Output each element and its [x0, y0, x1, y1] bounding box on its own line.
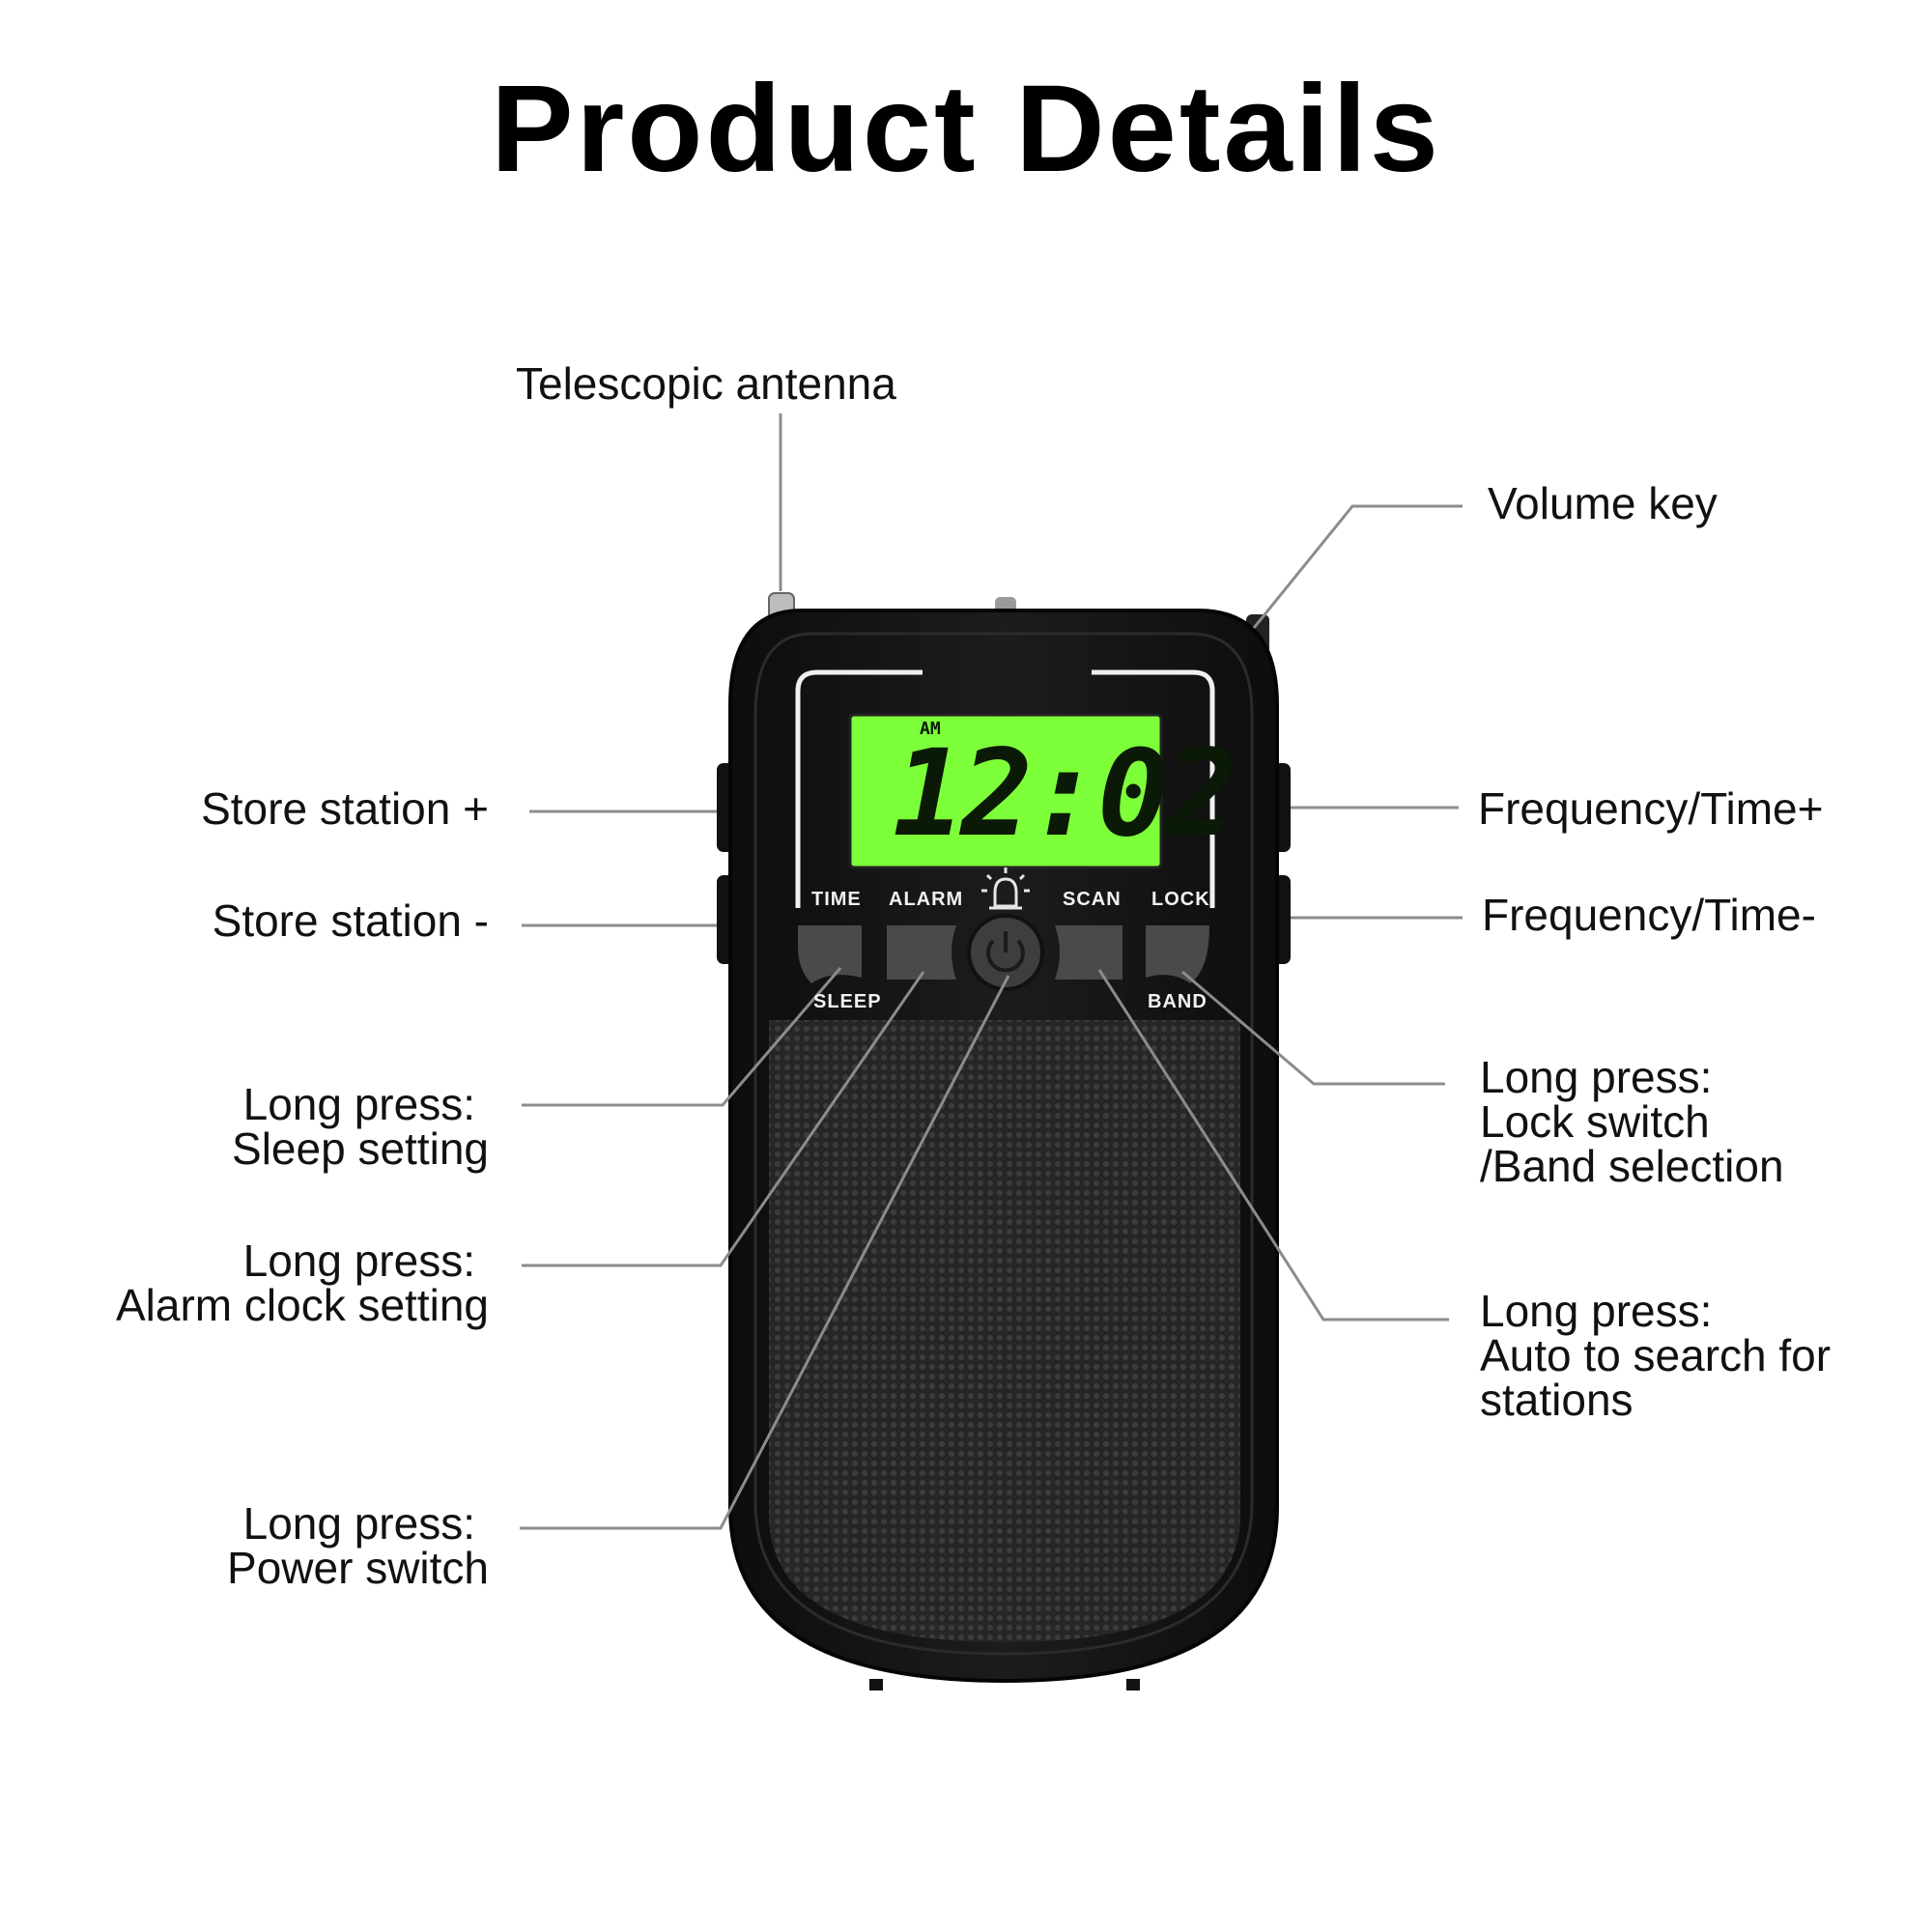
- button-row: [798, 914, 1209, 991]
- label-alarm-line-2: Alarm clock setting: [115, 1280, 489, 1330]
- sleep-button-label: SLEEP: [813, 991, 882, 1012]
- label-auto-search: Long press: Auto to search for stations: [1480, 1289, 1831, 1422]
- scan-button: [1055, 925, 1122, 980]
- label-telescopic-antenna: Telescopic antenna: [516, 358, 896, 409]
- band-button-label: BAND: [1148, 991, 1208, 1012]
- label-alarm-setting: Long press: Alarm clock setting: [58, 1238, 489, 1327]
- label-lock-band: Long press: Lock switch /Band selection: [1480, 1055, 1784, 1188]
- label-scan-line-3: stations: [1480, 1375, 1634, 1425]
- label-power-switch: Long press: Power switch: [97, 1501, 489, 1590]
- label-power-line-1: Long press:: [242, 1498, 475, 1548]
- power-icon: [986, 939, 1025, 973]
- label-scan-line-1: Long press:: [1480, 1286, 1713, 1336]
- light-icon: [981, 867, 1030, 910]
- label-volume-key: Volume key: [1488, 478, 1718, 528]
- label-sleep-setting: Long press: Sleep setting: [97, 1082, 489, 1171]
- label-sleep-line-1: Long press:: [242, 1079, 475, 1129]
- label-lock-line-3: /Band selection: [1480, 1141, 1784, 1191]
- alarm-button-label: ALARM: [889, 889, 964, 910]
- lock-button-label: LOCK: [1151, 889, 1210, 910]
- label-frequency-time-plus: Frequency/Time+: [1478, 783, 1824, 834]
- label-store-station-minus: Store station -: [212, 895, 489, 946]
- alarm-button: [887, 925, 956, 980]
- scan-button-label: SCAN: [1063, 889, 1122, 910]
- label-sleep-line-2: Sleep setting: [232, 1123, 489, 1174]
- lcd-am-indicator: AM: [920, 719, 941, 739]
- label-alarm-line-1: Long press:: [242, 1236, 475, 1286]
- label-lock-line-1: Long press:: [1480, 1052, 1713, 1102]
- lock-band-button: [1146, 925, 1209, 983]
- page-title: Product Details: [491, 60, 1441, 198]
- label-frequency-time-minus: Frequency/Time-: [1482, 890, 1816, 940]
- time-button-label: TIME: [811, 889, 862, 910]
- leader-lines: [520, 413, 1463, 1530]
- label-lock-line-2: Lock switch: [1480, 1096, 1710, 1147]
- label-scan-line-2: Auto to search for: [1480, 1330, 1832, 1380]
- lcd-time: 12:02: [893, 724, 1237, 864]
- time-sleep-button: [798, 925, 862, 983]
- label-power-line-2: Power switch: [227, 1543, 489, 1593]
- label-store-station-plus: Store station +: [201, 783, 489, 834]
- speaker-grille: [769, 1020, 1240, 1642]
